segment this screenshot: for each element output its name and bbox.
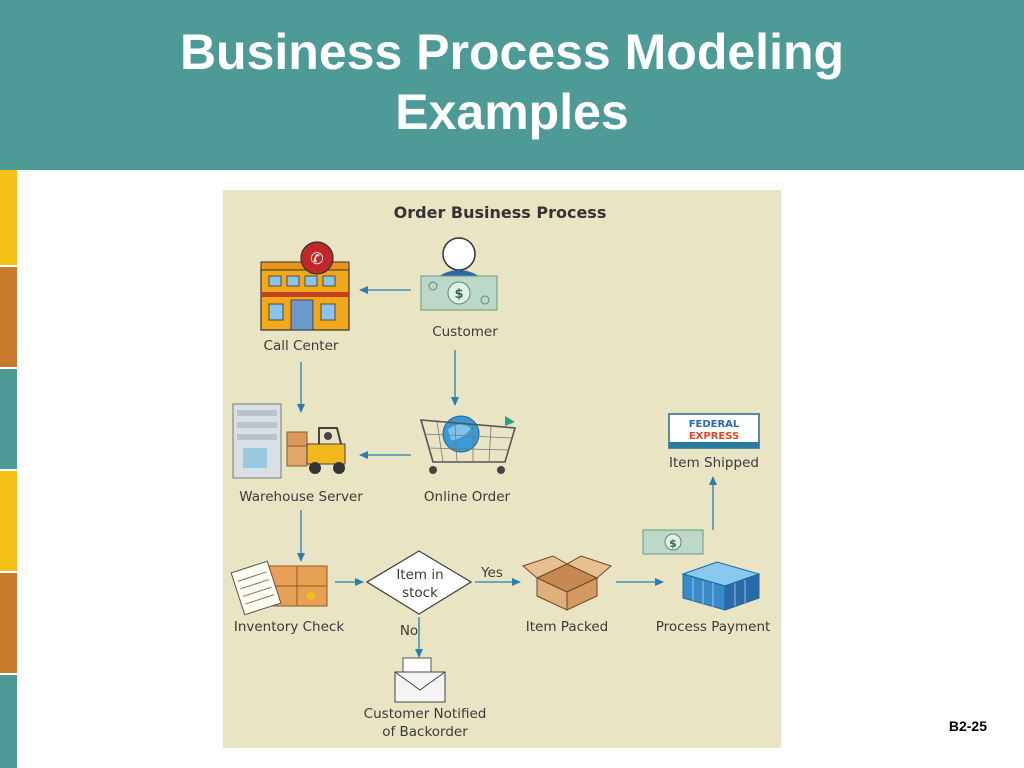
open-box-icon bbox=[522, 555, 612, 611]
server-icon bbox=[232, 403, 282, 479]
stripe-yellow bbox=[0, 170, 17, 265]
diagram-panel: Order Business Process $ Customer bbox=[223, 190, 781, 748]
title-banner: Business Process Modeling Examples bbox=[0, 0, 1024, 170]
shopping-cart-icon bbox=[419, 415, 517, 474]
stripe-yellow bbox=[0, 471, 17, 571]
forklift-icon bbox=[286, 427, 346, 474]
envelope-icon bbox=[394, 657, 446, 703]
order-process-diagram: Order Business Process $ Customer bbox=[230, 203, 771, 740]
slide-title-line-1: Business Process Modeling bbox=[179, 24, 845, 80]
inventory-check-label: Inventory Check bbox=[234, 619, 344, 635]
online-order-label: Online Order bbox=[424, 489, 511, 505]
stripe-teal bbox=[0, 675, 17, 768]
call-center-label: Call Center bbox=[264, 338, 339, 354]
slide-title: Business Process Modeling Examples bbox=[0, 22, 1024, 142]
branch-no-label: No bbox=[400, 623, 418, 639]
notified-label-line-2: of Backorder bbox=[382, 724, 468, 740]
stripe-teal bbox=[0, 369, 17, 469]
fedex-text-line-2: EXPRESS bbox=[689, 431, 739, 442]
item-packed-label: Item Packed bbox=[526, 619, 608, 635]
svg-text:$: $ bbox=[669, 537, 677, 550]
fedex-text-line-1: FEDERAL bbox=[689, 419, 740, 430]
building-icon bbox=[260, 261, 350, 331]
svg-text:$: $ bbox=[454, 287, 463, 302]
money-icon: $ bbox=[642, 529, 704, 555]
item-shipped-label: Item Shipped bbox=[669, 455, 759, 471]
decision-diamond bbox=[365, 550, 473, 615]
process-payment-label: Process Payment bbox=[656, 619, 771, 635]
svg-text:✆: ✆ bbox=[310, 249, 323, 268]
notified-label-line-1: Customer Notified bbox=[364, 706, 487, 722]
phone-icon: ✆ bbox=[300, 241, 334, 275]
customer-label: Customer bbox=[432, 324, 498, 340]
diagram-title: Order Business Process bbox=[394, 203, 607, 222]
slide-title-line-2: Examples bbox=[395, 84, 629, 140]
branch-yes-label: Yes bbox=[480, 565, 503, 581]
sidebar-color-stripes bbox=[0, 170, 17, 768]
customer-icon: $ bbox=[420, 237, 498, 311]
stripe-orange bbox=[0, 267, 17, 367]
flow-arrows bbox=[297, 286, 717, 658]
checklist-icon bbox=[230, 560, 282, 616]
stripe-orange bbox=[0, 573, 17, 673]
warehouse-server-label: Warehouse Server bbox=[239, 489, 363, 505]
fedex-sign-icon: FEDERAL EXPRESS bbox=[668, 413, 760, 449]
decision-label-line-2: stock bbox=[402, 585, 438, 601]
bank-building-icon bbox=[681, 561, 761, 611]
slide-number: B2-25 bbox=[948, 718, 987, 734]
decision-label-line-1: Item in bbox=[396, 567, 443, 583]
